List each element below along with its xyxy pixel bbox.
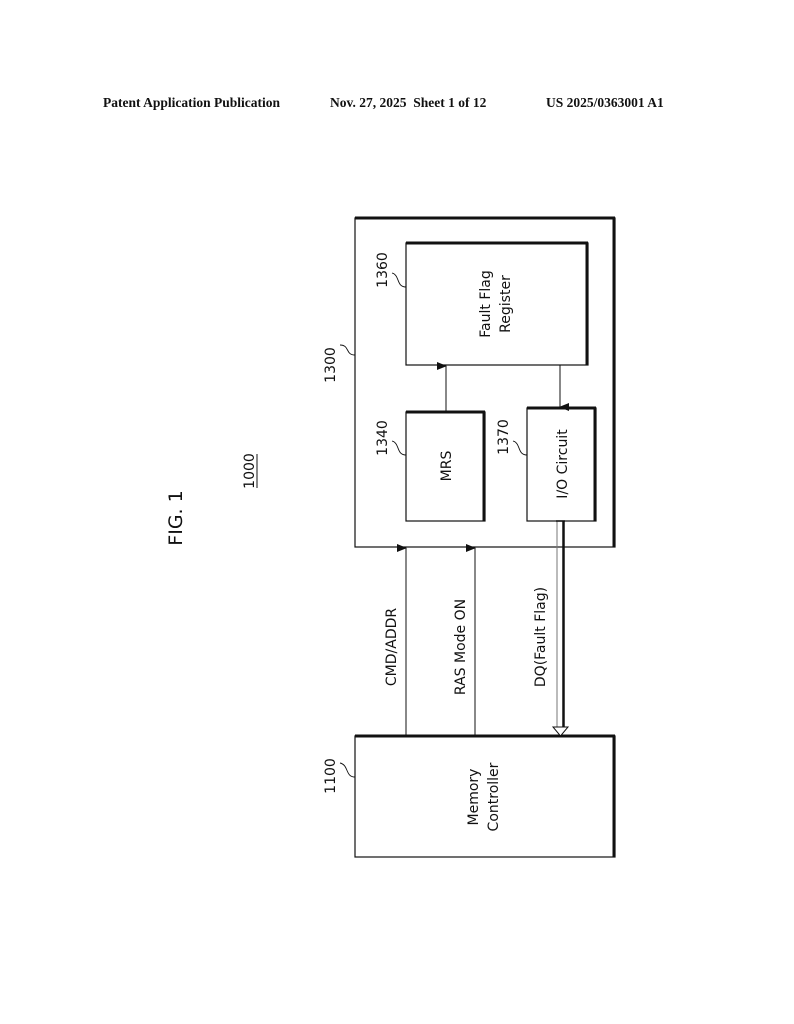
figure-title: FIG. 1 [165,490,187,545]
system-ref-1000: 1000 [242,453,258,489]
dq-fault-flag-bus-arrow [551,520,570,737]
memory-device-block: 1300 [323,216,616,548]
dq-fault-flag-label: DQ(Fault Flag) [533,587,549,687]
ras-mode-label: RAS Mode ON [453,599,469,695]
memory-controller-line1: Memory [466,769,482,826]
fault-flag-register-block: Fault Flag Register 1360 [375,241,589,366]
fault-flag-register-line1: Fault Flag [478,270,494,337]
ref-1300: 1300 [323,347,339,383]
ref-1340: 1340 [375,420,391,456]
mrs-label: MRS [439,451,455,482]
date-sheet: Nov. 27, 2025 Sheet 1 of 12 [330,95,487,110]
ref-1100: 1100 [323,758,339,794]
patent-number: US 2025/0363001 A1 [546,95,664,110]
leader-line [339,344,356,356]
memory-controller-line2: Controller [486,762,502,831]
ref-1360: 1360 [375,252,391,288]
memory-controller-block: Memory Controller 1100 [323,734,616,858]
mrs-block: MRS 1340 [375,410,486,522]
fault-flag-register-line2: Register [498,275,514,333]
io-circuit-label: I/O Circuit [555,429,571,499]
system-ref-label: 1000 [242,453,258,489]
publication-type: Patent Application Publication [103,95,281,110]
ref-1370: 1370 [496,419,512,455]
io-circuit-block: I/O Circuit 1370 [496,406,597,522]
cmd-addr-label: CMD/ADDR [384,608,400,686]
